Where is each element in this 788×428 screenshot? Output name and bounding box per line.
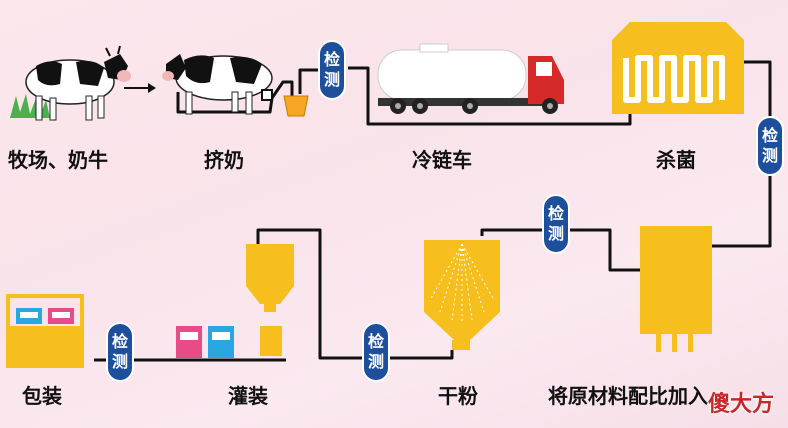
label-milking: 挤奶 — [204, 148, 244, 172]
canning-hopper-icon — [246, 244, 294, 312]
label-sterilize: 杀菌 — [656, 148, 696, 172]
watermark: 傻大方 — [707, 392, 774, 417]
check-badge-milking: 检测 — [318, 40, 346, 100]
check-badge-sterilize: 检测 — [756, 116, 784, 176]
label-packaging: 包装 — [22, 384, 62, 408]
cow-icon-farm — [10, 45, 131, 121]
pipe-dryer-canning — [256, 228, 454, 360]
cow-icon-milking — [162, 54, 273, 115]
cold-chain-truck-icon — [377, 43, 564, 114]
label-cold-chain: 冷链车 — [412, 148, 472, 172]
pink-box-icon — [176, 326, 202, 358]
spray-dryer-icon — [424, 240, 500, 350]
packaging-box-icon — [6, 294, 84, 368]
label-dry-powder: 干粉 — [438, 384, 478, 408]
blue-box-icon — [208, 326, 234, 358]
check-badge-dryer: 检测 — [362, 322, 390, 382]
label-mix: 将原材料配比加入 — [548, 384, 708, 408]
label-canning: 灌装 — [228, 384, 268, 408]
milk-bucket-icon — [283, 95, 309, 117]
arrow-head-icon — [148, 83, 156, 93]
mixing-tank-icon — [640, 226, 712, 352]
check-badge-mix: 检测 — [542, 194, 570, 254]
sterilizer-icon — [612, 22, 744, 114]
label-farm: 牧场、奶牛 — [8, 148, 108, 172]
can-icon — [260, 326, 282, 356]
check-badge-packaging: 检测 — [106, 322, 134, 382]
